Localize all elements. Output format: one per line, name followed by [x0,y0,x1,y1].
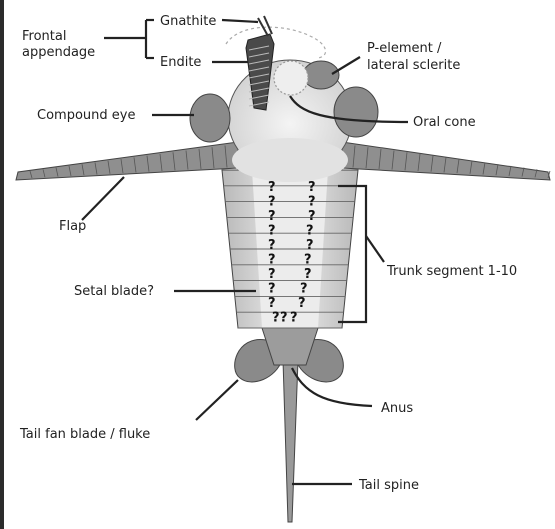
label-p-element-1: P-element / [367,41,442,56]
label-endite: Endite [160,55,201,70]
question-mark: ? [306,224,314,239]
appendage-dashed-outline [226,27,326,58]
question-mark: ? [300,282,308,297]
left-edge-strip [0,0,4,529]
question-mark: ? [308,180,316,195]
question-mark: ? [272,311,280,326]
question-mark: ? [268,253,276,268]
label-tail-spine: Tail spine [358,478,419,493]
tail-spine [283,360,298,522]
question-mark: ? [306,238,314,253]
label-compound-eye: Compound eye [37,108,135,123]
question-mark: ? [268,238,276,253]
question-mark: ? [304,267,312,282]
question-mark: ? [290,311,298,326]
label-gnathite: Gnathite [160,14,216,29]
label-setal-blade: Setal blade? [74,284,154,299]
flap-right [342,142,550,180]
question-mark: ? [268,195,276,210]
label-trunk-segment: Trunk segment 1-10 [386,264,517,279]
question-mark: ? [268,209,276,224]
gnathite-spines [258,16,272,36]
question-mark: ? [268,282,276,297]
compound-eye-right [334,87,378,137]
flap-left [16,142,238,180]
label-frontal-appendage-1: Frontal [22,29,66,44]
question-mark: ? [304,253,312,268]
label-oral-cone: Oral cone [413,115,476,130]
label-flap: Flap [59,219,86,234]
question-mark: ? [308,195,316,210]
label-p-element-2: lateral sclerite [367,58,460,73]
question-mark: ? [268,224,276,239]
question-mark: ? [268,180,276,195]
question-mark: ? [268,267,276,282]
question-mark: ? [298,296,306,311]
question-mark: ? [268,296,276,311]
neck-glow [232,138,348,182]
oral-cone [274,61,308,95]
question-mark: ? [280,311,288,326]
label-frontal-appendage-2: appendage [22,45,95,60]
compound-eye-left [190,94,230,142]
label-anus: Anus [381,401,413,416]
question-mark: ? [308,209,316,224]
p-element [303,61,339,89]
label-tail-fan-blade: Tail fan blade / fluke [19,427,150,442]
